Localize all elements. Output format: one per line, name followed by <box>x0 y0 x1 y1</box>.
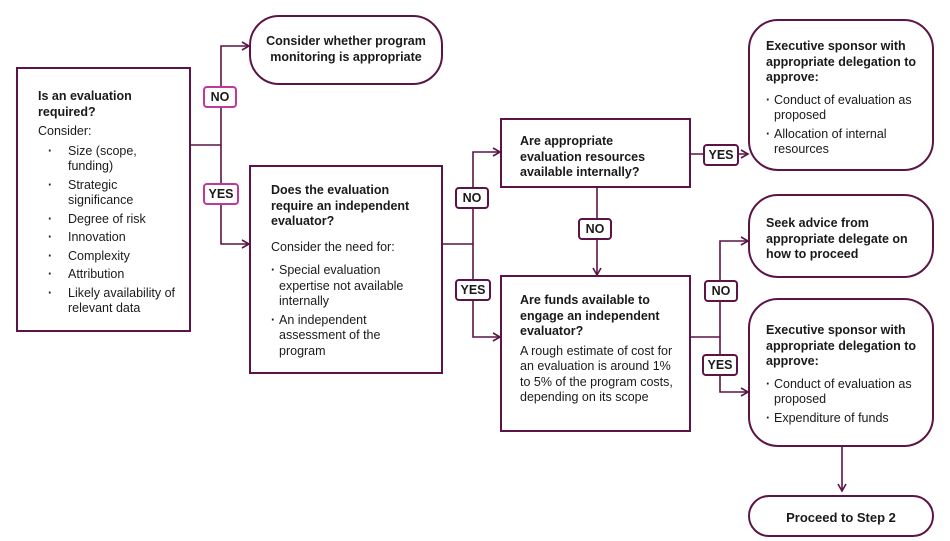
connector-required-to-independent <box>220 145 251 249</box>
approval-title: Executive sponsor with appropriate deleg… <box>766 39 917 84</box>
no-label-independent: NO <box>455 187 489 209</box>
consider-item: Size (scope, funding) <box>38 144 177 175</box>
question-funds-available: Are funds available to engage an indepen… <box>500 275 691 432</box>
question-title: Is an evaluation required? <box>38 89 132 119</box>
consider-item: Strategic significance <box>38 178 177 209</box>
consider-label: Consider: <box>38 124 92 138</box>
no-label-funds: NO <box>704 280 738 302</box>
consider-item: An independent assessment of the program <box>271 313 429 360</box>
question-title: Are funds available to engage an indepen… <box>520 293 660 338</box>
outcome-text: Proceed to Step 2 <box>786 510 896 525</box>
consider-list: Size (scope, funding) Strategic signific… <box>38 144 177 317</box>
consider-item: Degree of risk <box>38 212 177 228</box>
yes-label-independent: YES <box>455 279 491 301</box>
approval-title: Executive sponsor with appropriate deleg… <box>766 323 917 368</box>
approval-list: Conduct of evaluation as proposed Expend… <box>766 377 924 427</box>
consider-item: Special evaluation expertise not availab… <box>271 263 429 310</box>
approval-list: Conduct of evaluation as proposed Alloca… <box>766 93 924 158</box>
no-label-required: NO <box>203 86 237 108</box>
approval-item: Allocation of internal resources <box>766 127 924 158</box>
consider-list: Special evaluation expertise not availab… <box>271 263 429 359</box>
consider-item: Likely availability of relevant data <box>38 286 177 317</box>
question-evaluation-required: Is an evaluation required? Consider: Siz… <box>16 67 191 332</box>
consider-label: Consider the need for: <box>271 239 395 254</box>
question-title: Are appropriate evaluation resources ava… <box>520 134 646 179</box>
question-title: Does the evaluation require an independe… <box>271 183 410 228</box>
consider-item: Complexity <box>38 249 177 265</box>
yes-label-required: YES <box>203 183 239 205</box>
approval-item: Conduct of evaluation as proposed <box>766 93 924 124</box>
consider-item: Attribution <box>38 267 177 283</box>
executive-approval-internal: Executive sponsor with appropriate deleg… <box>748 19 934 171</box>
consider-item: Innovation <box>38 230 177 246</box>
yes-label-resources: YES <box>703 144 739 166</box>
executive-approval-funds: Executive sponsor with appropriate deleg… <box>748 298 934 447</box>
seek-advice-outcome: Seek advice from appropriate delegate on… <box>748 194 934 278</box>
question-independent-evaluator: Does the evaluation require an independe… <box>249 165 443 374</box>
no-label-resources: NO <box>578 218 612 240</box>
outcome-text: Seek advice from appropriate delegate on… <box>766 216 908 261</box>
question-internal-resources: Are appropriate evaluation resources ava… <box>500 118 691 188</box>
proceed-to-step-2: Proceed to Step 2 <box>748 495 934 537</box>
approval-item: Expenditure of funds <box>766 411 924 427</box>
approval-item: Conduct of evaluation as proposed <box>766 377 924 408</box>
cost-note: A rough estimate of cost for an evaluati… <box>520 343 673 405</box>
outcome-text: Consider whether program monitoring is a… <box>266 34 426 64</box>
monitoring-outcome: Consider whether program monitoring is a… <box>249 15 443 85</box>
connector-independent-to-funds <box>472 244 502 342</box>
yes-label-funds: YES <box>702 354 738 376</box>
